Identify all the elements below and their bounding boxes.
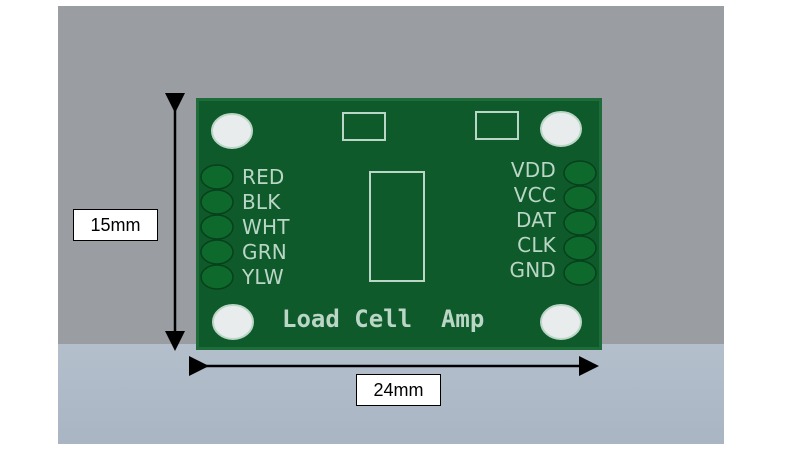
mounting-hole-top-left [211,113,253,149]
component-outline-small-right [475,111,519,140]
pin-label-vcc: VCC [513,183,556,207]
left-pad-column [200,164,234,290]
pin-label-red: RED [242,165,285,189]
pin-label-wht: WHT [242,215,290,239]
pin-label-gnd: GND [509,258,556,282]
pin-label-vdd: VDD [510,158,556,182]
right-pad-column [563,160,597,286]
pin-label-ylw: YLW [242,265,284,289]
mounting-hole-bottom-right [540,304,582,340]
pcb-board [196,98,602,350]
right-pin-labels: VDD VCC DAT CLK GND [470,158,556,283]
pin-label-grn: GRN [242,240,287,264]
height-dimension-label: 15mm [73,209,158,241]
pin-label-dat: DAT [516,208,556,232]
mounting-hole-top-right [540,111,582,147]
component-outline-small-left [342,112,386,141]
chip-outline [369,171,425,282]
pin-label-blk: BLK [242,190,281,214]
mounting-hole-bottom-left [212,304,254,340]
pin-label-clk: CLK [517,233,556,257]
width-dimension-label: 24mm [356,374,441,406]
left-pin-labels: RED BLK WHT GRN YLW [242,165,290,290]
board-title: Load Cell Amp [282,305,485,333]
